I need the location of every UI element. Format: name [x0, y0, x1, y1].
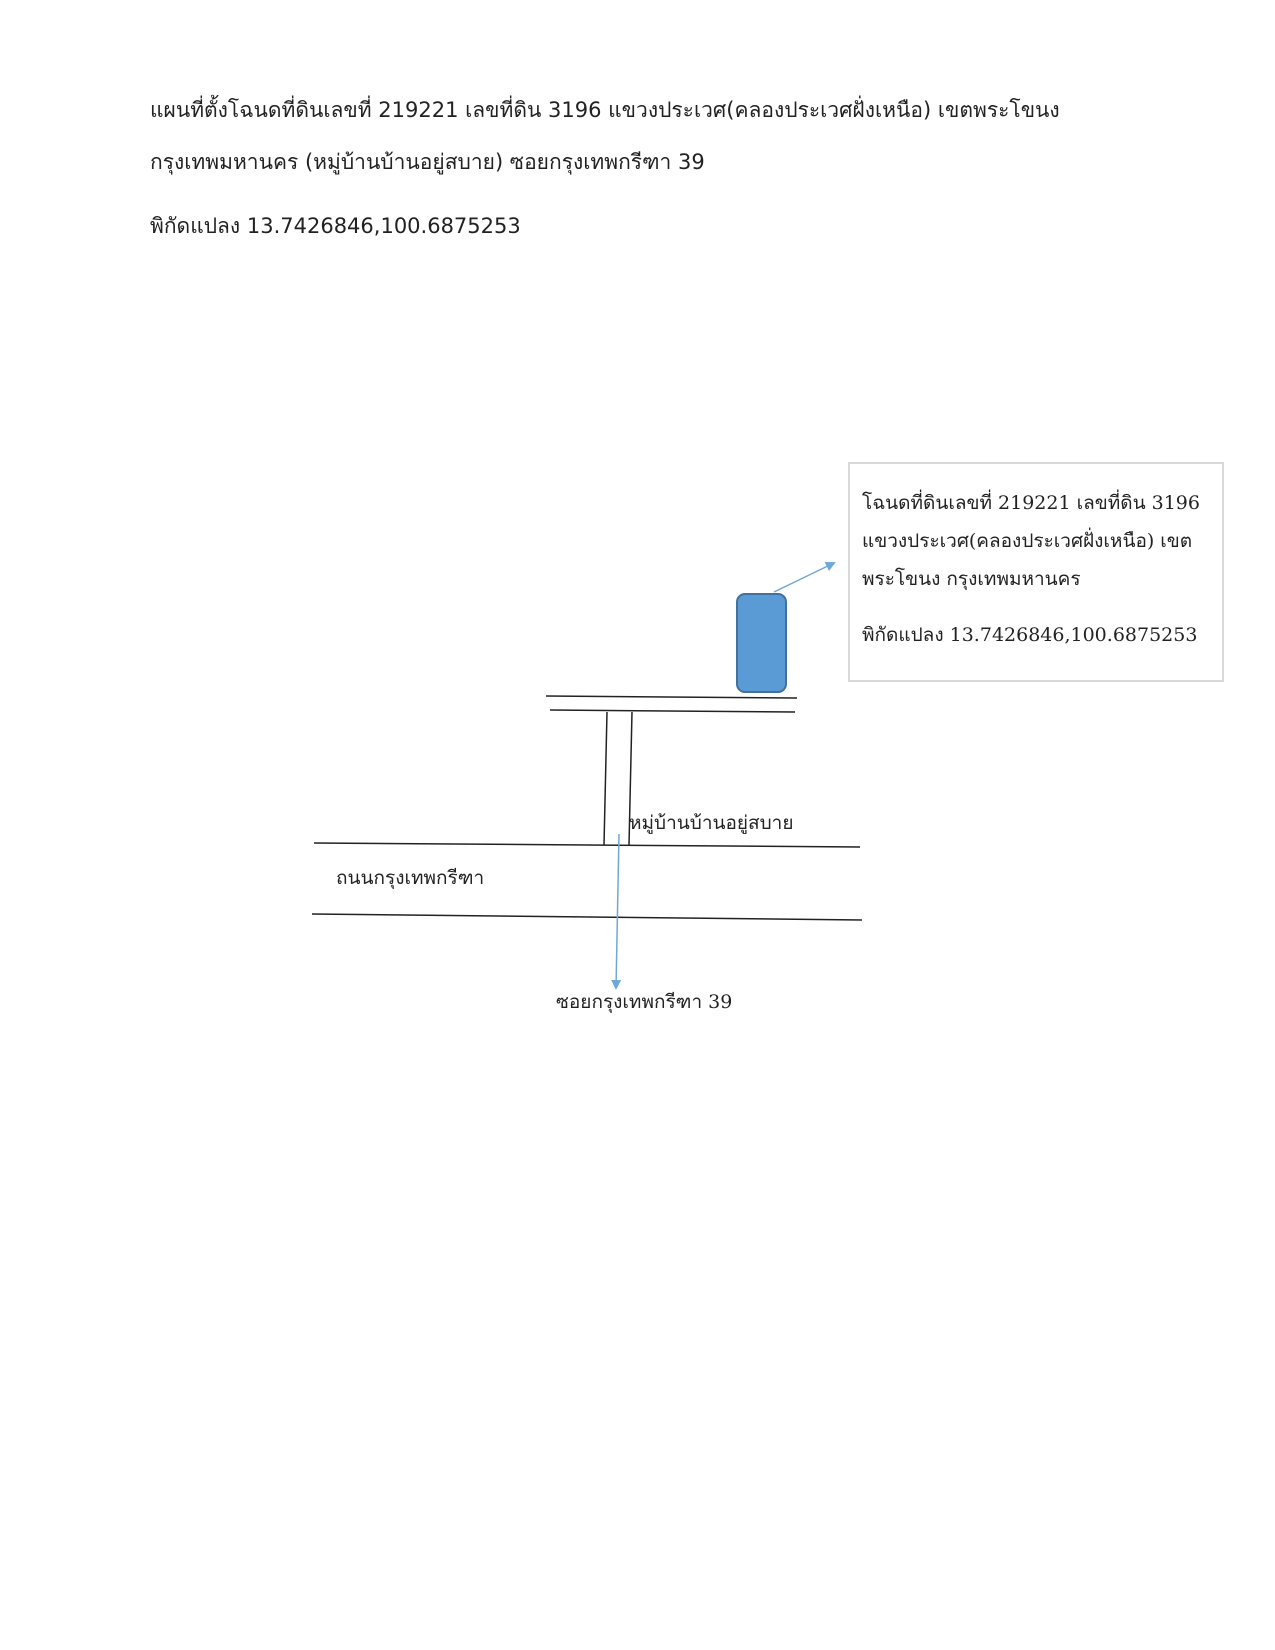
upper-street-line-top	[545, 695, 798, 699]
lane-line-left	[603, 711, 608, 846]
callout-box: โฉนดที่ดินเลขที่ 219221 เลขที่ดิน 3196 แ…	[848, 462, 1224, 682]
callout-deed-line: โฉนดที่ดินเลขที่ 219221 เลขที่ดิน 3196	[862, 492, 1200, 514]
upper-street-line-bottom	[549, 709, 796, 713]
land-plot-marker	[736, 593, 787, 693]
lane-line-right	[628, 711, 633, 846]
road-label: ถนนกรุงเทพกรีฑา	[336, 867, 485, 889]
callout-subdistrict-line: แขวงประเวศ(คลองประเวศฝั่งเหนือ) เขต	[862, 530, 1193, 552]
main-road-line-bottom	[311, 913, 863, 921]
callout-coordinates: พิกัดแปลง 13.7426846,100.6875253	[862, 624, 1198, 646]
village-label: หมู่บ้านบ้านอยู่สบาย	[629, 812, 794, 834]
callout-district-line: พระโขนง กรุงเทพมหานคร	[862, 568, 1081, 590]
header-coordinates: พิกัดแปลง 13.7426846,100.6875253	[150, 214, 521, 238]
soi-arrow	[611, 833, 622, 990]
main-road-line-top	[313, 842, 861, 848]
callout-arrow	[773, 561, 836, 593]
header-line-1: แผนที่ตั้งโฉนดที่ดินเลขที่ 219221 เลขที่…	[150, 98, 1060, 122]
soi-label: ซอยกรุงเทพกรีฑา 39	[556, 991, 733, 1013]
header-line-2: กรุงเทพมหานคร (หมู่บ้านบ้านอยู่สบาย) ซอย…	[150, 150, 705, 174]
